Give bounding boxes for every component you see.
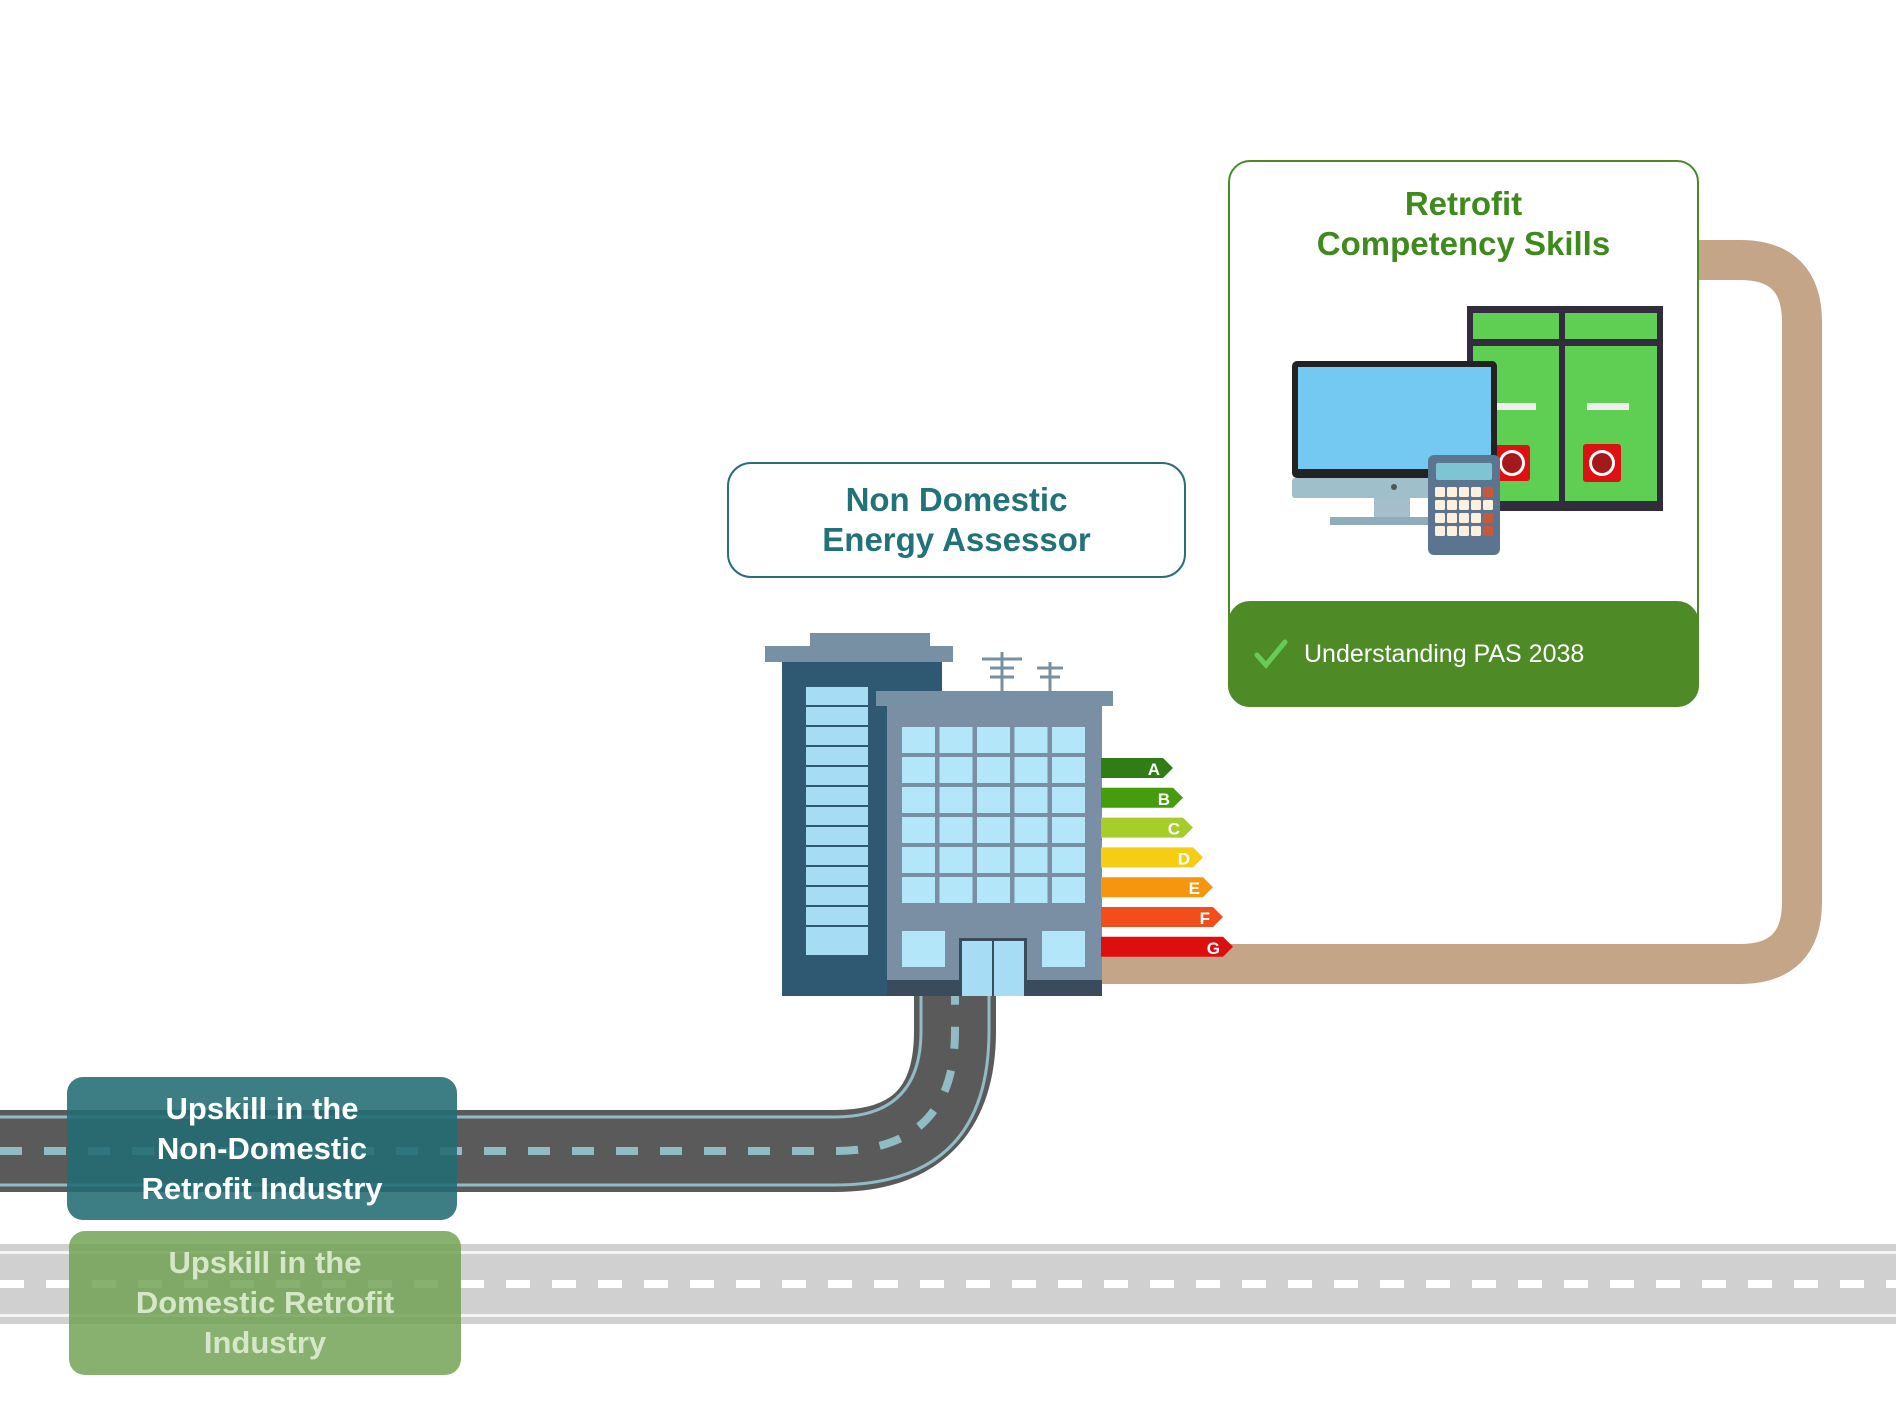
energy-rating-d: D (1101, 847, 1203, 868)
road-label-line2: Non-Domestic (156, 1130, 368, 1166)
domestic-road-label[interactable]: Upskill in the Domestic Retrofit Industr… (69, 1231, 461, 1375)
energy-rating-a: A (1101, 758, 1173, 779)
energy-rating-f: F (1101, 907, 1223, 928)
checkmark-icon (1254, 639, 1288, 669)
skill-item-label: Understanding PAS 2038 (1304, 639, 1585, 668)
energy-rating-b: B (1101, 787, 1183, 809)
road-label-line2: Domestic Retrofit (135, 1285, 395, 1320)
road-label-line3: Retrofit Industry (141, 1170, 383, 1206)
energy-rating-g: G (1101, 936, 1233, 958)
non-domestic-road (0, 996, 996, 1192)
road-label-line3: Industry (203, 1325, 327, 1360)
skill-item[interactable]: Understanding PAS 2038 (1228, 601, 1699, 707)
energy-rating-c: C (1101, 817, 1193, 839)
road-label-line1: Upskill in the (165, 1090, 359, 1126)
non-domestic-road-label[interactable]: Upskill in the Non-Domestic Retrofit Ind… (67, 1077, 457, 1220)
energy-rating-label: G (1207, 939, 1220, 958)
progress-path (1100, 240, 1822, 984)
road-label-line1: Upskill in the (168, 1245, 362, 1280)
energy-rating-label: C (1168, 820, 1180, 839)
energy-rating-label: F (1200, 909, 1210, 928)
energy-rating-label: D (1178, 849, 1190, 868)
retrofit-competency-skills-card[interactable]: Retrofit Competency Skills (1228, 160, 1699, 707)
non-domestic-energy-assessor-card[interactable]: Non Domestic Energy Assessor (727, 462, 1186, 578)
energy-rating-e: E (1101, 877, 1213, 898)
card-title-line1: Retrofit (1404, 185, 1523, 222)
card-title-line2: Competency Skills (1316, 225, 1611, 262)
card-title-line2: Energy Assessor (822, 521, 1091, 558)
energy-rating-label: B (1158, 790, 1170, 809)
card-title: Retrofit Competency Skills (1230, 184, 1697, 264)
energy-rating-label: E (1189, 879, 1200, 898)
computer-monitor-icon (1292, 361, 1497, 525)
card-title-line1: Non Domestic (845, 481, 1068, 518)
retrofit-illustration (1292, 306, 1663, 555)
calculator-icon (1428, 455, 1500, 555)
energy-rating-label: A (1148, 760, 1160, 779)
